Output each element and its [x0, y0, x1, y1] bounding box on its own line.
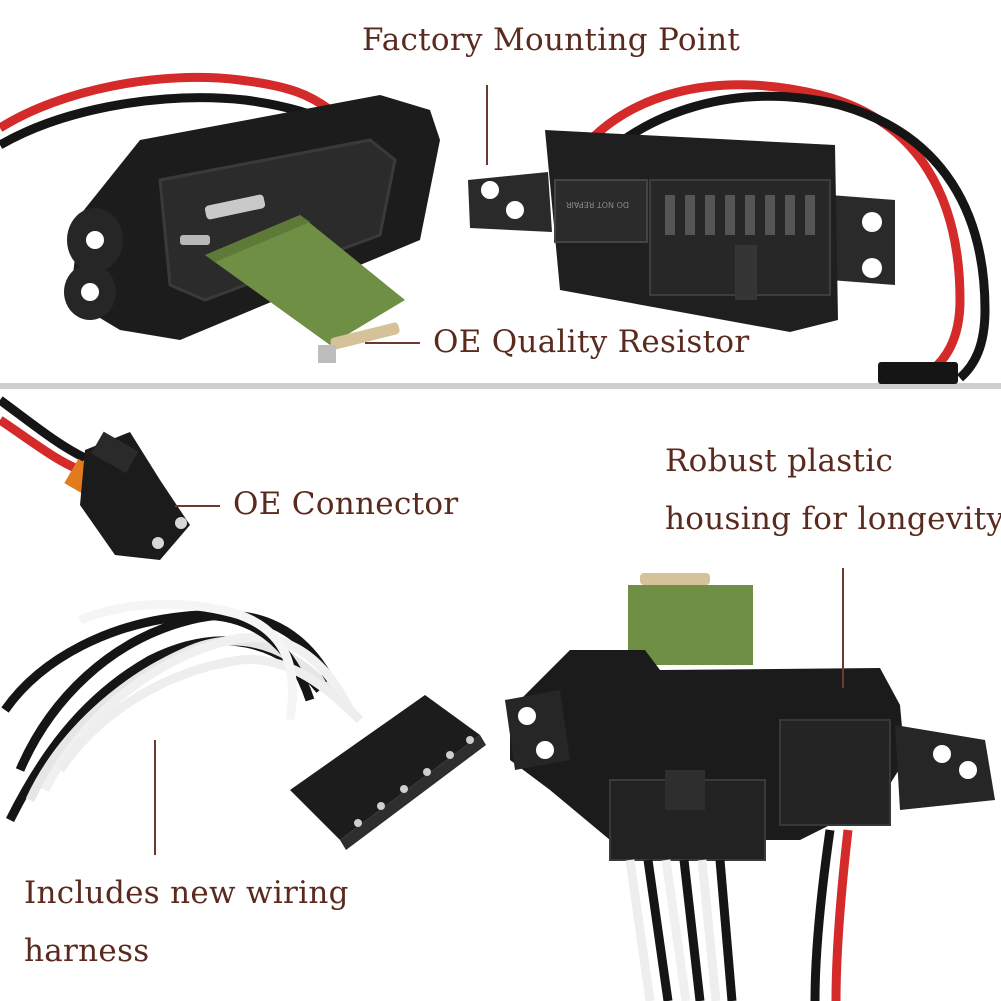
product-marking-text: DO NOT REPAIR — [566, 200, 630, 209]
resistor-module-front — [0, 72, 440, 363]
oe-connector-part — [0, 396, 190, 560]
wiring-harness-part — [1, 599, 486, 850]
callout-oe-quality-resistor: OE Quality Resistor — [433, 324, 750, 360]
callout-housing-line1: Robust plastic — [665, 443, 894, 479]
callout-housing-line2: housing for longevity — [665, 501, 1001, 537]
callout-wiring-harness: Includes new wiring harness — [24, 864, 349, 980]
section-divider — [0, 383, 1001, 389]
callout-plastic-housing: Robust plastic housing for longevity — [665, 432, 1001, 548]
assembled-module-part — [505, 573, 995, 1001]
callout-harness-line1: Includes new wiring — [24, 875, 349, 911]
callout-factory-mounting-point: Factory Mounting Point — [362, 22, 741, 58]
callout-harness-line2: harness — [24, 933, 150, 969]
resistor-module-back — [468, 80, 990, 384]
callout-oe-connector: OE Connector — [233, 486, 459, 522]
